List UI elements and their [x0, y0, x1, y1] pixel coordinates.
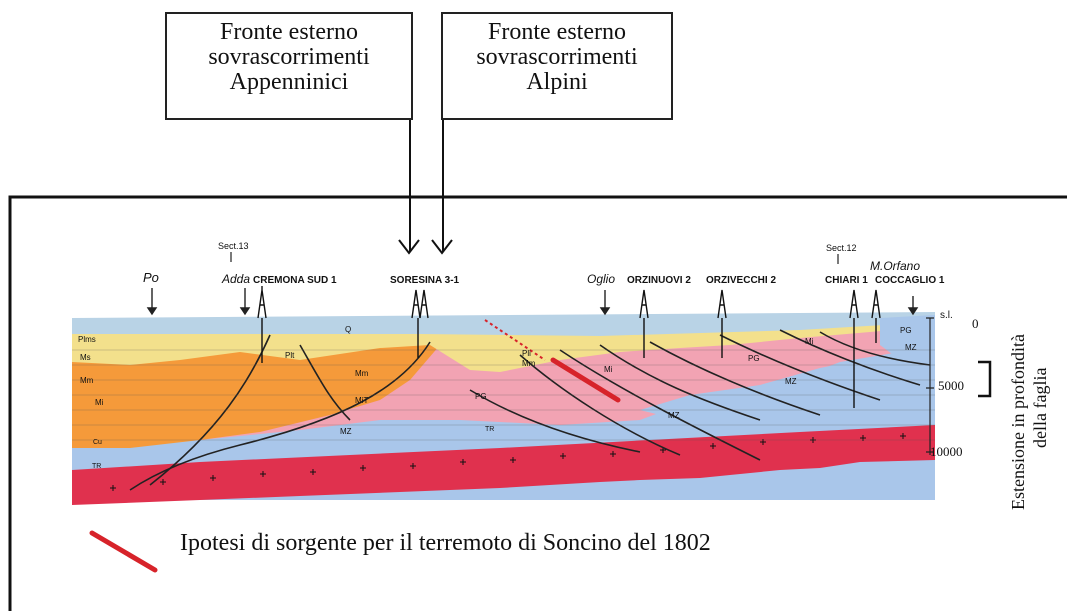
unit-label: TR — [92, 463, 101, 470]
depth-bracket — [978, 360, 992, 398]
unit-label: MZ — [905, 343, 917, 352]
unit-label: MiT — [355, 396, 368, 405]
river-label: Adda — [221, 272, 250, 286]
unit-label: Ms — [80, 353, 91, 362]
layer-quaternary — [72, 312, 935, 336]
river-label: Po — [143, 270, 159, 285]
section-mark-ticks — [230, 252, 839, 264]
unit-label: Q — [345, 325, 351, 334]
well-label: SORESINA 3-1 — [390, 275, 460, 286]
soncino-source-fault — [550, 357, 621, 403]
callout-line: sovrascorrimenti — [476, 44, 638, 70]
depth-tick-label: 10000 — [930, 444, 963, 459]
unit-label: Cu — [93, 439, 102, 446]
well-label: CHIARI 1 — [825, 275, 868, 286]
unit-label: Mi — [95, 398, 104, 407]
legend-fault-swatch — [89, 530, 158, 573]
well-label: ORZINUOVI 2 — [627, 275, 691, 286]
callout-arrows — [398, 120, 453, 255]
layer-basement — [72, 425, 935, 505]
mountain-label: M.Orfano — [870, 259, 920, 273]
legend-caption: Ipotesi di sorgente per il terremoto di … — [180, 530, 711, 556]
geological-section — [72, 252, 992, 505]
unit-label: MZ — [340, 427, 352, 436]
unit-label: MZ — [785, 377, 797, 386]
well-label: COCCAGLIO 1 — [875, 275, 945, 286]
unit-label: TR — [485, 426, 494, 433]
dotted-fault — [484, 319, 546, 361]
unit-label: Mm — [355, 369, 369, 378]
figure-frame — [8, 195, 1067, 611]
unit-label: PG — [900, 326, 912, 335]
basement-pattern — [110, 433, 906, 491]
depth-tick-label: 0 — [972, 316, 979, 331]
river-label: Oglio — [587, 272, 615, 286]
section-mark-label: Sect.13 — [218, 241, 249, 251]
depth-label-line: della faglia — [1030, 367, 1050, 448]
depth-tick-label: s.l. — [940, 310, 953, 321]
unit-label: MZ — [668, 411, 680, 420]
callout-alpine-front: Fronte esterno sovrascorrimenti Alpini — [441, 12, 673, 120]
depth-grid — [72, 349, 935, 441]
river-arrows — [146, 288, 919, 316]
unit-label: Mi — [604, 365, 613, 374]
unit-label: Mm — [80, 376, 94, 385]
unit-label: Plms — [78, 335, 96, 344]
callout-line: Fronte esterno — [220, 19, 358, 45]
callout-line: Appenninici — [229, 69, 349, 95]
layer-mesozoic-east — [640, 345, 935, 430]
unit-label: PG — [475, 392, 487, 401]
section-labels: Po Adda Oglio M.Orfano Sect.13 Sect.12 C… — [78, 241, 979, 470]
callout-line: sovrascorrimenti — [208, 44, 370, 70]
depth-extension-label: Estensione in profondità della faglia — [1000, 258, 1060, 518]
unit-label: PG — [748, 354, 760, 363]
callout-line: Alpini — [526, 69, 588, 95]
well-derricks — [257, 286, 881, 408]
depth-label-line: Estensione in profondità — [1008, 334, 1028, 510]
unit-label: Mi — [805, 337, 814, 346]
well-label: CREMONA SUD 1 — [253, 275, 337, 286]
fault-lines — [129, 329, 931, 491]
layer-mz-east — [880, 315, 935, 370]
depth-tick-label: 5000 — [938, 378, 964, 393]
depth-ticks — [926, 317, 934, 453]
well-label: ORZIVECCHI 2 — [706, 275, 776, 286]
section-mark-label: Sect.12 — [826, 243, 857, 253]
callout-line: Fronte esterno — [488, 19, 626, 45]
unit-label: Mm — [522, 359, 536, 368]
unit-label: Pli — [522, 349, 531, 358]
unit-label: Plt — [285, 351, 295, 360]
callout-appennine-front: Fronte esterno sovrascorrimenti Appennin… — [165, 12, 413, 120]
